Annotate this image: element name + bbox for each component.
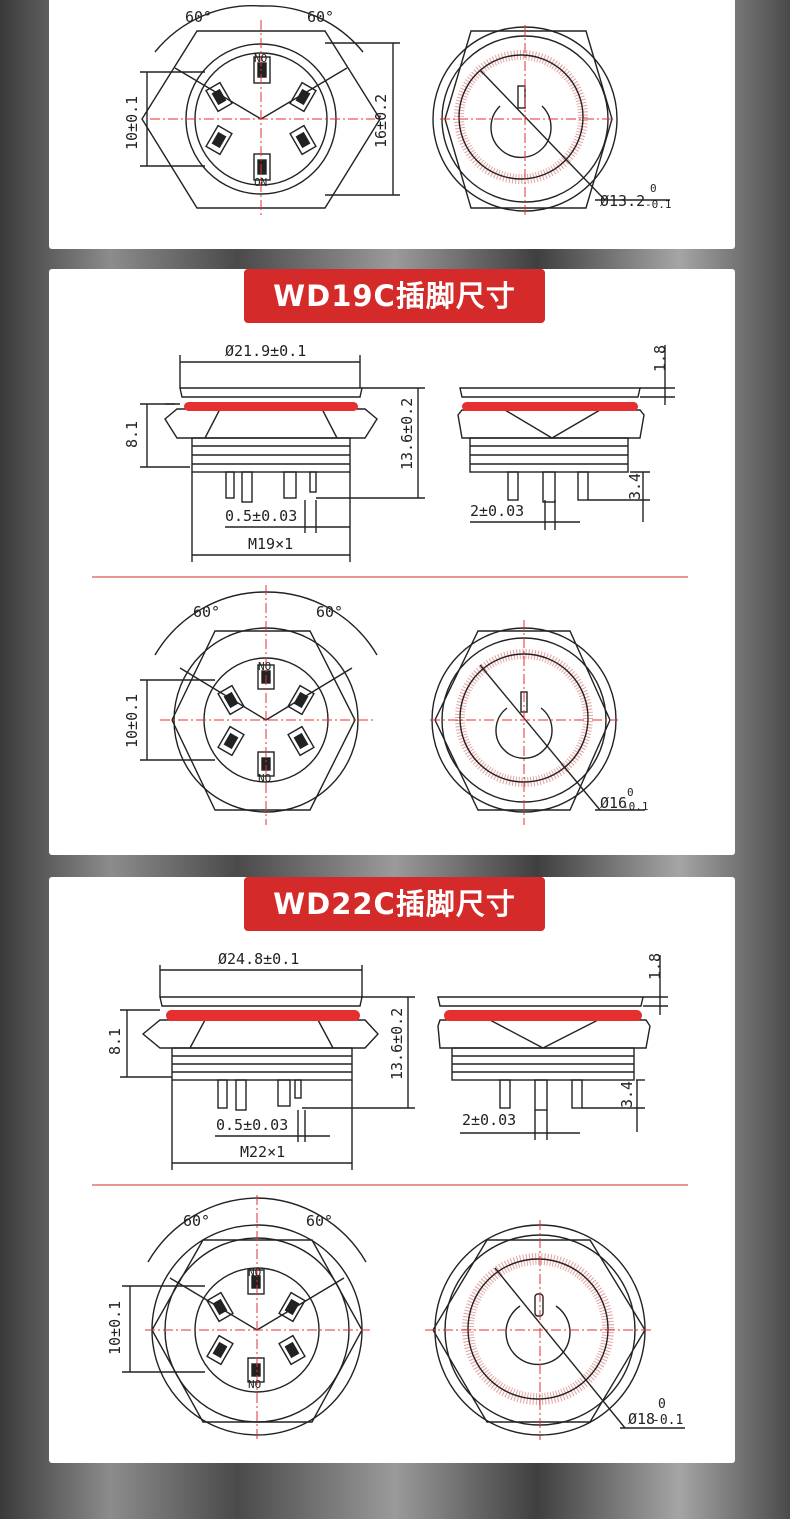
panel-wd16-bottom-view <box>49 0 735 249</box>
wd22c-title: WD22C插脚尺寸 <box>244 877 545 931</box>
wd22c-lens-label: Ø18 <box>628 1410 655 1428</box>
wd19c-tol-upper: 0 <box>627 786 634 799</box>
wd22c-pin-top-label: NO <box>248 1266 261 1279</box>
panel-wd22c <box>49 877 735 1463</box>
angle-right-label: 60° <box>307 8 334 26</box>
angle-left-label: 60° <box>185 8 212 26</box>
wd22c-thick-label: 1.8 <box>646 953 664 980</box>
lens-diameter-label: Ø13.2 <box>600 192 645 210</box>
wd19c-total-label: 13.6±0.2 <box>398 398 416 470</box>
pin-on-label: ON <box>254 176 267 189</box>
wd22c-led-ring-right <box>444 1010 642 1021</box>
wd19c-thread-label: M19×1 <box>248 535 293 553</box>
wd19c-pin-top-label: NO <box>258 660 271 673</box>
wd19c-lens-label: Ø16 <box>600 794 627 812</box>
wd19c-pinlen-label: 3.4 <box>626 473 644 500</box>
wd22c-body-label: 8.1 <box>106 1028 124 1055</box>
wd22c-pinlen-label: 3.4 <box>618 1081 636 1108</box>
wd22c-total-label: 13.6±0.2 <box>388 1008 406 1080</box>
wd19c-diameter-label: Ø21.9±0.1 <box>225 342 306 360</box>
panel-wd19c <box>49 269 735 855</box>
wd19c-angle-right: 60° <box>316 603 343 621</box>
wd22c-thread-label: M22×1 <box>240 1143 285 1161</box>
wd19c-thick-label: 1.8 <box>651 345 669 372</box>
hex-nut-outline <box>141 30 381 209</box>
wd22c-diameter-label: Ø24.8±0.1 <box>218 950 299 968</box>
across-dim-label: 16±0.2 <box>372 94 390 148</box>
wd22c-angle-left: 60° <box>183 1212 210 1230</box>
wd19c-led-ring-left <box>184 402 358 411</box>
wd22c-led-ring-left <box>166 1010 360 1021</box>
wd19c-title: WD19C插脚尺寸 <box>244 269 545 323</box>
wd19c-body-label: 8.1 <box>123 421 141 448</box>
wd22c-tol-lower: -0.1 <box>652 1413 683 1428</box>
pin-no-label: NO <box>254 52 267 65</box>
wd22c-angle-right: 60° <box>306 1212 333 1230</box>
lens-tol-upper: 0 <box>650 182 657 195</box>
wd22c-pin-bottom-label: NO <box>248 1378 261 1391</box>
wd19c-pinwidth-label: 0.5±0.03 <box>225 507 297 525</box>
height-dim-label: 10±0.1 <box>123 96 141 150</box>
lens-tol-lower: -0.1 <box>645 198 672 211</box>
wd19c-led-ring-right <box>462 402 638 411</box>
wd22c-tol-upper: 0 <box>658 1397 666 1412</box>
wd19c-pitch-label: 2±0.03 <box>470 502 524 520</box>
wd19c-height-label: 10±0.1 <box>123 694 141 748</box>
wd22c-pinwidth-label: 0.5±0.03 <box>216 1116 288 1134</box>
wd19c-tol-lower: -0.1 <box>622 800 649 813</box>
wd19c-angle-left: 60° <box>193 603 220 621</box>
wd19c-pin-bottom-label: NO <box>258 772 271 785</box>
wd22c-height-label: 10±0.1 <box>106 1301 124 1355</box>
wd22c-pitch-label: 2±0.03 <box>462 1111 516 1129</box>
